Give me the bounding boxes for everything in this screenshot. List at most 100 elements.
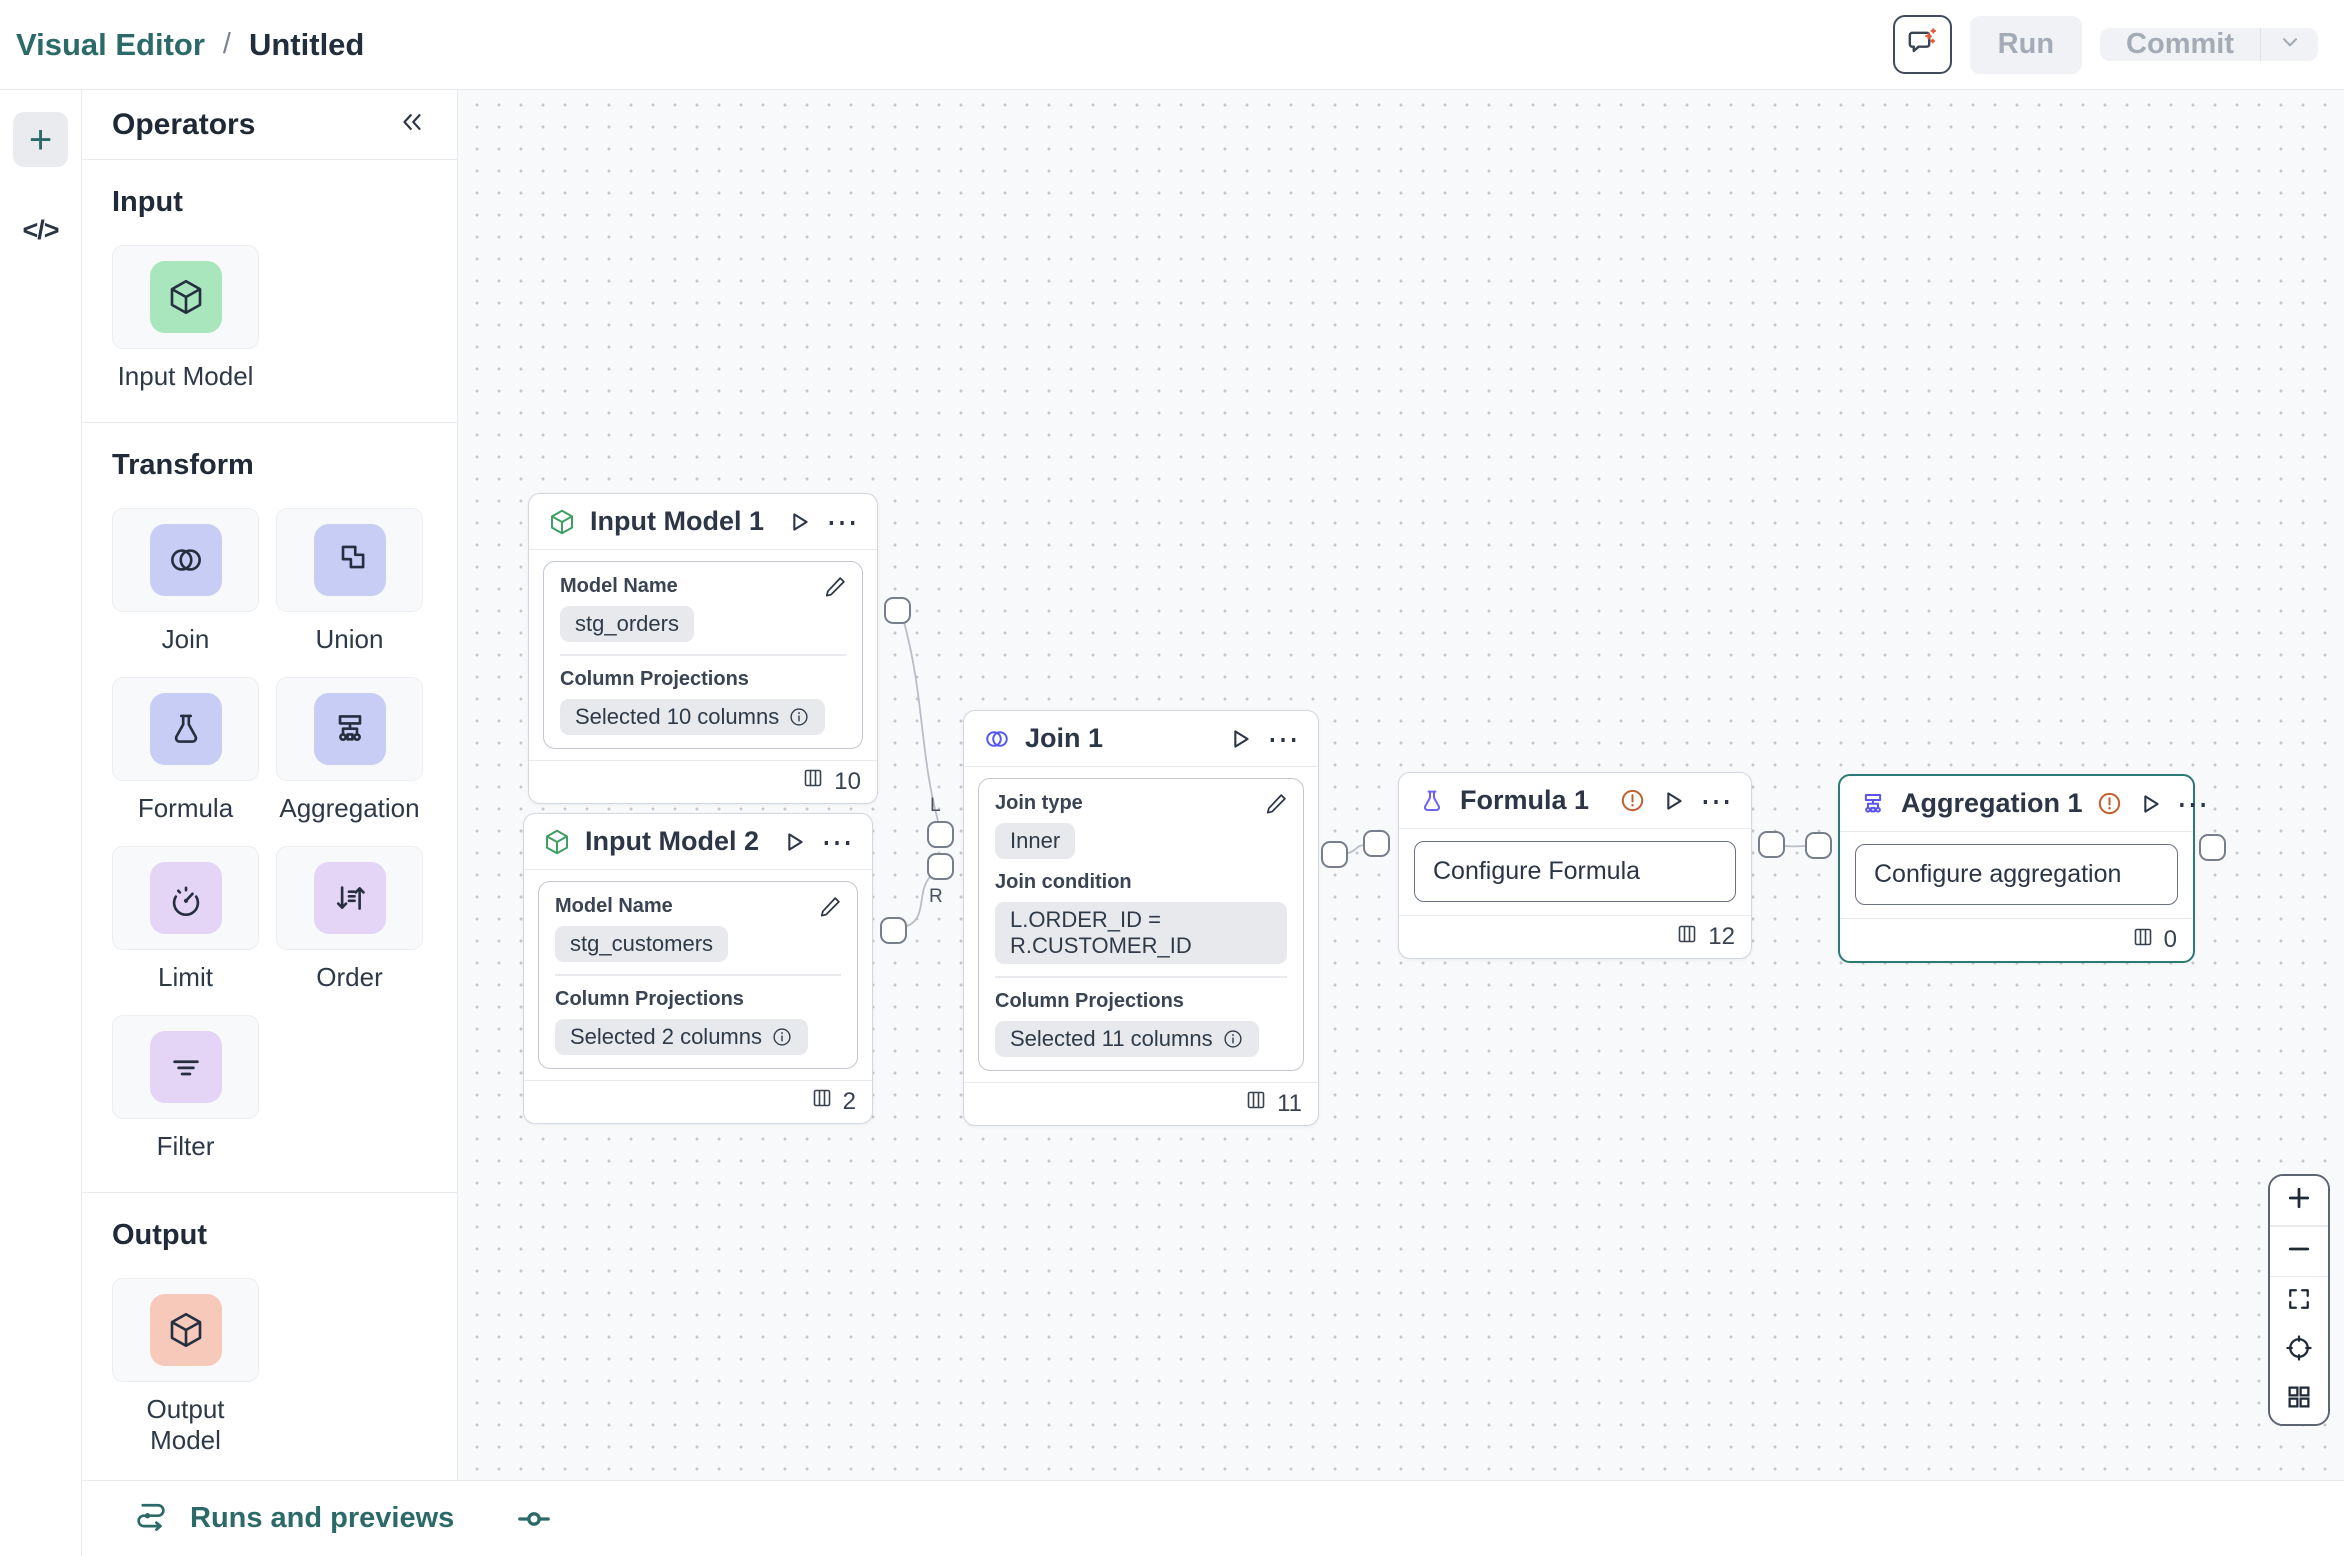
port-join-output[interactable] — [1321, 841, 1348, 868]
commit-split-button: Commit — [2100, 28, 2318, 61]
section-transform-label: Transform — [112, 449, 254, 481]
more-icon[interactable]: ⋯ — [1267, 720, 1300, 757]
run-button[interactable]: Run — [1969, 15, 2083, 74]
edit-icon[interactable] — [817, 894, 843, 925]
configure-aggregation-button[interactable]: Configure aggregation — [1855, 844, 2178, 905]
columns-icon — [801, 766, 825, 797]
node-header: Formula 1 ⋯ — [1399, 773, 1751, 829]
more-icon[interactable]: ⋯ — [821, 823, 854, 860]
breadcrumb-doc-title[interactable]: Untitled — [248, 26, 365, 62]
join-type-pill[interactable]: Inner — [995, 823, 1076, 859]
port-join-right-input[interactable] — [927, 853, 954, 880]
operators-panel: Operators Input — [82, 90, 458, 1480]
play-icon[interactable] — [2136, 790, 2164, 818]
tile-box — [112, 677, 259, 781]
column-projections-pill[interactable]: Selected 10 columns — [560, 698, 826, 735]
tile-box — [112, 245, 259, 349]
column-projections-pill[interactable]: Selected 2 columns — [555, 1018, 808, 1055]
tile-box — [276, 508, 423, 612]
operators-title: Operators — [112, 107, 256, 141]
column-count: 10 — [834, 767, 861, 795]
configure-formula-button[interactable]: Configure Formula — [1414, 841, 1736, 902]
zoom-out-button[interactable] — [2270, 1226, 2328, 1276]
fit-view-button[interactable] — [2270, 1277, 2328, 1326]
minimap-button[interactable] — [2270, 1375, 2328, 1424]
operator-tile-formula[interactable]: Formula — [112, 677, 259, 824]
port-input-model-1-output[interactable] — [884, 597, 911, 624]
port-aggregation-input[interactable] — [1805, 832, 1832, 859]
play-icon[interactable] — [1659, 787, 1687, 815]
tile-box — [112, 508, 259, 612]
cube-icon — [149, 261, 222, 333]
warning-icon — [1619, 787, 1646, 814]
locate-button[interactable] — [2270, 1326, 2328, 1375]
section-input-label: Input — [112, 186, 183, 218]
tile-label: Union — [315, 624, 384, 654]
node-formula-1[interactable]: Formula 1 ⋯ Configure Formula — [1398, 772, 1752, 959]
port-join-left-input[interactable] — [927, 821, 954, 848]
node-title: Input Model 1 — [590, 506, 764, 536]
operator-tile-output-model[interactable]: Output Model — [112, 1278, 259, 1456]
node-title: Join 1 — [1025, 723, 1104, 753]
commit-button[interactable]: Commit — [2126, 28, 2234, 60]
collapse-panel-button[interactable] — [397, 107, 427, 142]
join-condition-pill[interactable]: L.ORDER_ID = R.CUSTOMER_ID — [995, 902, 1287, 964]
formula-icon — [1417, 786, 1447, 816]
add-operator-button[interactable]: + — [13, 112, 68, 167]
model-name-pill[interactable]: stg_customers — [555, 926, 729, 962]
commit-dropdown-button[interactable] — [2260, 28, 2318, 61]
divider — [2270, 1225, 2328, 1227]
node-input-model-2[interactable]: Input Model 2 ⋯ Model Name stg_custome — [523, 813, 873, 1124]
column-count: 2 — [842, 1087, 856, 1115]
left-rail: + </> — [0, 90, 82, 1556]
code-view-button[interactable]: </> — [22, 215, 59, 246]
header: Visual Editor / Untitled Run Commit — [0, 0, 2344, 90]
node-aggregation-1[interactable]: Aggregation 1 ⋯ Configure aggregation — [1838, 774, 2209, 963]
tile-label: Order — [316, 962, 383, 992]
column-count: 11 — [1277, 1089, 1302, 1117]
node-footer: 12 — [1399, 915, 1751, 958]
columns-icon — [1244, 1088, 1268, 1119]
runs-and-previews-bar[interactable]: Runs and previews — [82, 1480, 2344, 1556]
grid-icon — [2284, 1382, 2314, 1417]
operator-tile-union[interactable]: Union — [276, 508, 423, 655]
port-formula-output[interactable] — [1758, 831, 1785, 858]
node-header: Input Model 1 ⋯ — [529, 494, 877, 550]
ai-assistant-button[interactable] — [1892, 15, 1952, 74]
operator-tile-aggregation[interactable]: Aggregation — [276, 677, 423, 824]
column-projections-pill[interactable]: Selected 11 columns — [995, 1020, 1259, 1057]
more-icon[interactable]: ⋯ — [2176, 785, 2210, 822]
cube-icon — [542, 827, 572, 857]
play-icon[interactable] — [785, 508, 813, 536]
operator-tile-input-model[interactable]: Input Model — [112, 245, 259, 392]
info-icon[interactable] — [1222, 1028, 1244, 1050]
edit-icon[interactable] — [1263, 791, 1289, 822]
play-icon[interactable] — [1226, 725, 1254, 753]
more-icon[interactable]: ⋯ — [826, 503, 859, 540]
pipeline-canvas[interactable]: Input Model 1 ⋯ Model Name stg_orders — [458, 90, 2344, 1480]
edit-icon[interactable] — [822, 574, 848, 605]
node-join-1[interactable]: Join 1 ⋯ Join type Inner — [963, 710, 1319, 1126]
model-name-pill[interactable]: stg_orders — [560, 606, 694, 642]
node-header: Aggregation 1 ⋯ — [1840, 776, 2209, 832]
field-label: Column Projections — [995, 989, 1184, 1012]
operators-panel-header: Operators — [82, 90, 457, 160]
info-icon[interactable] — [788, 706, 810, 728]
info-icon[interactable] — [771, 1026, 793, 1048]
operator-tile-order[interactable]: Order — [276, 846, 423, 993]
port-aggregation-output[interactable] — [2199, 834, 2226, 861]
commit-node-icon[interactable] — [514, 1499, 554, 1539]
operator-tile-join[interactable]: Join — [112, 508, 259, 655]
node-header: Input Model 2 ⋯ — [524, 814, 872, 870]
breadcrumb-app-link[interactable]: Visual Editor — [16, 26, 205, 62]
operator-tile-limit[interactable]: Limit — [112, 846, 259, 993]
port-input-model-2-output[interactable] — [880, 917, 907, 944]
operator-tile-filter[interactable]: Filter — [112, 1015, 259, 1162]
play-icon[interactable] — [780, 828, 808, 856]
port-formula-input[interactable] — [1363, 830, 1390, 857]
node-input-model-1[interactable]: Input Model 1 ⋯ Model Name stg_orders — [528, 493, 878, 804]
zoom-in-button[interactable] — [2270, 1176, 2328, 1225]
section-output: Output Output Model — [82, 1193, 457, 1480]
tile-box — [112, 1015, 259, 1119]
more-icon[interactable]: ⋯ — [1700, 782, 1733, 819]
